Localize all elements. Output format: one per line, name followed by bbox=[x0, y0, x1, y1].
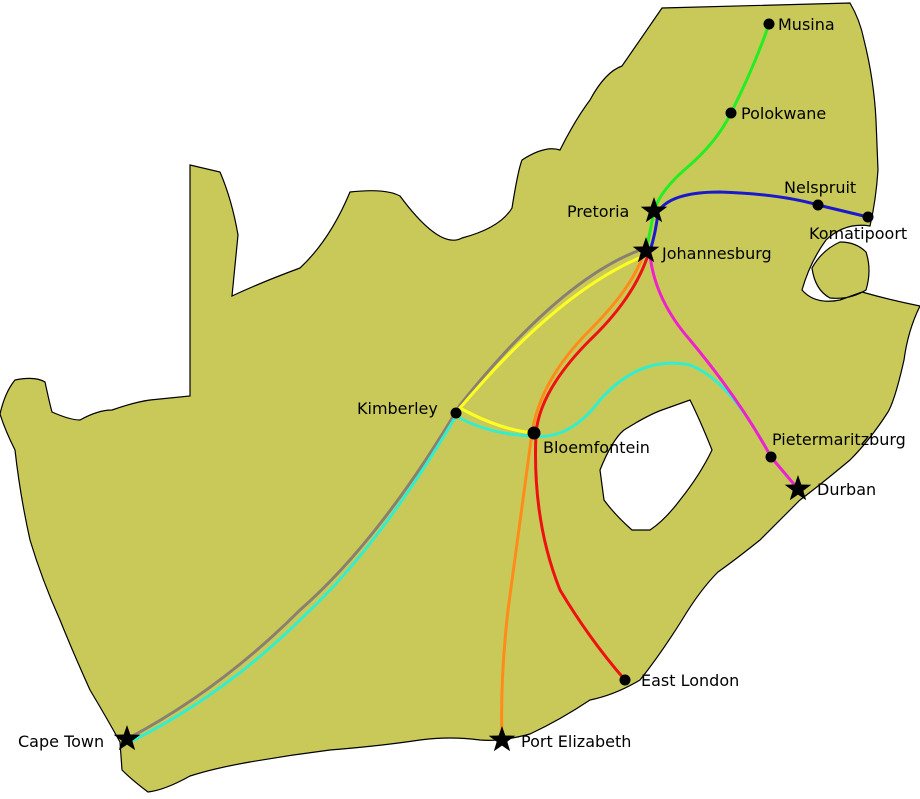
route-kimberley-capetown-cyan bbox=[128, 414, 458, 744]
route-pretoria-komatipoort bbox=[648, 190, 870, 253]
star-pretoria[interactable] bbox=[640, 197, 668, 223]
label-nelspruit: Nelspruit bbox=[784, 178, 856, 197]
label-komatipoort: Komatipoort bbox=[809, 224, 907, 243]
star-durban[interactable] bbox=[784, 475, 812, 501]
star-johannesburg[interactable] bbox=[632, 237, 660, 263]
label-kimberley: Kimberley bbox=[357, 399, 438, 418]
route-pretoria-musina bbox=[652, 22, 771, 213]
label-cape-town: Cape Town bbox=[18, 732, 104, 751]
route-kimberley-durban-cyan bbox=[454, 361, 800, 491]
dot-polokwane[interactable] bbox=[725, 107, 737, 119]
label-musina: Musina bbox=[778, 15, 835, 34]
label-bloemfontein: Bloemfontein bbox=[543, 438, 650, 457]
label-durban: Durban bbox=[817, 480, 876, 499]
dot-nelspruit[interactable] bbox=[812, 199, 824, 211]
label-polokwane: Polokwane bbox=[741, 104, 826, 123]
label-pietermaritzburg: Pietermaritzburg bbox=[772, 430, 906, 449]
route-joburg-capetown-gray bbox=[125, 248, 642, 741]
label-pretoria: Pretoria bbox=[567, 202, 629, 221]
label-east-london: East London bbox=[641, 671, 739, 690]
dot-bloemfontein[interactable] bbox=[527, 426, 541, 440]
star-cape-town[interactable] bbox=[113, 725, 141, 751]
route-joburg-durban-magenta bbox=[648, 253, 800, 491]
label-johannesburg: Johannesburg bbox=[661, 244, 772, 263]
dot-pietermaritzburg[interactable] bbox=[765, 451, 777, 463]
dot-komatipoort[interactable] bbox=[862, 211, 874, 223]
city-markers bbox=[113, 18, 874, 752]
dot-east-london[interactable] bbox=[619, 674, 631, 686]
dot-musina[interactable] bbox=[763, 18, 775, 30]
dot-kimberley[interactable] bbox=[450, 407, 462, 419]
route-joburg-portelizabeth-orange bbox=[500, 256, 644, 742]
city-labels: Musina Polokwane Pretoria Nelspruit Koma… bbox=[18, 15, 907, 751]
rail-routes bbox=[125, 22, 870, 744]
label-port-elizabeth: Port Elizabeth bbox=[521, 732, 631, 751]
star-port-elizabeth[interactable] bbox=[488, 726, 516, 752]
route-joburg-kimberley-yellow bbox=[457, 254, 646, 435]
